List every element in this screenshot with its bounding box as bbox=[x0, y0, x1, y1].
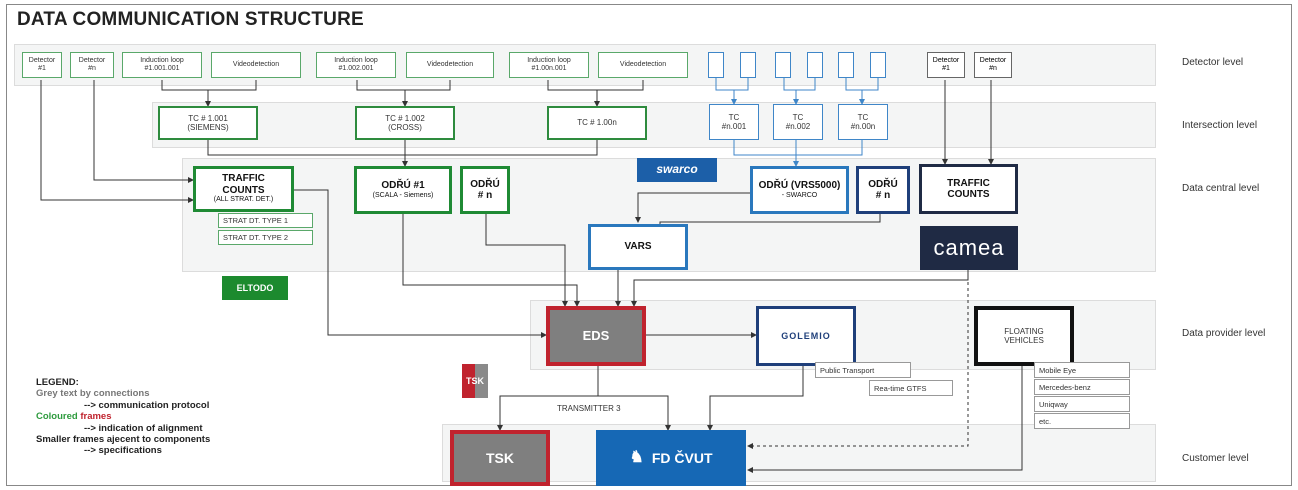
blue-detector-6 bbox=[870, 52, 886, 78]
tsk-logo: TSK bbox=[462, 364, 488, 398]
blue-detector-2 bbox=[740, 52, 756, 78]
strat-type-1-spec: STRAT DT. TYPE 1 bbox=[218, 213, 313, 228]
induction-loop-2-box: Induction loop #1.002.001 bbox=[316, 52, 396, 78]
blue-detector-1 bbox=[708, 52, 724, 78]
detector-1-box: Detector #1 bbox=[22, 52, 62, 78]
induction-loop-3-box: Induction loop #1.00n.001 bbox=[509, 52, 589, 78]
legend-line-5: Smaller frames ajecent to components bbox=[36, 433, 211, 445]
fd-cvut-lion-icon: ♞ bbox=[629, 448, 644, 466]
fv-spec-1: Mobile Eye bbox=[1034, 362, 1130, 378]
traffic-counts-left-box: TRAFFIC COUNTS (ALL STRAT. DET.) bbox=[193, 166, 294, 212]
traffic-counts-right-box: TRAFFIC COUNTS bbox=[919, 164, 1018, 214]
fv-spec-3: Uniqway bbox=[1034, 396, 1130, 412]
fv-spec-2: Mercedes-benz bbox=[1034, 379, 1130, 395]
blue-detector-5 bbox=[838, 52, 854, 78]
induction-loop-1-box: Induction loop #1.001.001 bbox=[122, 52, 202, 78]
detector-1-right-box: Detector #1 bbox=[927, 52, 965, 78]
blue-detector-3 bbox=[775, 52, 791, 78]
strat-type-2-spec: STRAT DT. TYPE 2 bbox=[218, 230, 313, 245]
page-title: DATA COMMUNICATION STRUCTURE bbox=[17, 9, 364, 30]
odru-vrs5000-sub: - SWARCO bbox=[781, 191, 818, 199]
videodetection-3-box: Videodetection bbox=[598, 52, 688, 78]
detector-n-box: Detector #n bbox=[70, 52, 114, 78]
odru-1-sub: (SCALA - Siemens) bbox=[372, 191, 434, 199]
legend-line-3: Coloured frames bbox=[36, 411, 210, 422]
transmitter-label: TRANSMITTER 3 bbox=[557, 404, 621, 413]
level-label-data-provider: Data provider level bbox=[1182, 328, 1266, 339]
golemio-box: GOLEMIO bbox=[756, 306, 856, 366]
level-label-detector: Detector level bbox=[1182, 57, 1244, 68]
fd-cvut-box: ♞ FD ČVUT bbox=[596, 430, 746, 486]
videodetection-1-box: Videodetection bbox=[211, 52, 301, 78]
vars-box: VARS bbox=[588, 224, 688, 270]
level-label-intersection: Intersection level bbox=[1182, 120, 1258, 131]
level-label-data-central: Data central level bbox=[1182, 183, 1260, 194]
eltodo-logo: ELTODO bbox=[222, 276, 288, 300]
tc-n002-box: TC #n.002 bbox=[773, 104, 823, 140]
band-intersection bbox=[152, 102, 1156, 148]
floating-vehicles-box: FLOATING VEHICLES bbox=[974, 306, 1074, 366]
tc-100n-box: TC # 1.00n bbox=[547, 106, 647, 140]
detector-n-right-box: Detector #n bbox=[974, 52, 1012, 78]
odru-1-box: ODŘÚ #1 (SCALA - Siemens) bbox=[354, 166, 452, 214]
odru-n-blue-box: ODŘÚ # n bbox=[856, 166, 910, 214]
camea-logo: camea bbox=[920, 226, 1018, 270]
fv-spec-4: etc. bbox=[1034, 413, 1130, 429]
odru-1-label: ODŘÚ #1 bbox=[381, 180, 425, 192]
realtime-gtfs-spec: Rea-time GTFS bbox=[869, 380, 953, 396]
odru-vrs5000-label: ODŘÚ (VRS5000) bbox=[758, 180, 841, 192]
traffic-counts-left-label: TRAFFIC COUNTS bbox=[222, 173, 265, 196]
legend-title: LEGEND: bbox=[36, 377, 79, 388]
legend-frames: frames bbox=[80, 411, 112, 423]
tc-n001-box: TC #n.001 bbox=[709, 104, 759, 140]
legend: LEGEND: Grey text by connections --> com… bbox=[36, 377, 210, 457]
traffic-counts-left-sub: (ALL STRAT. DET.) bbox=[213, 196, 274, 204]
videodetection-2-box: Videodetection bbox=[406, 52, 494, 78]
legend-line-4: --> indication of alignment bbox=[84, 422, 203, 434]
tc-1001-box: TC # 1.001 (SIEMENS) bbox=[158, 106, 258, 140]
blue-detector-4 bbox=[807, 52, 823, 78]
fd-cvut-label: FD ČVUT bbox=[651, 449, 713, 466]
legend-line-2: --> communication protocol bbox=[84, 399, 210, 411]
swarco-logo: swarco bbox=[637, 158, 717, 182]
tc-n00n-box: TC #n.00n bbox=[838, 104, 888, 140]
tsk-box: TSK bbox=[450, 430, 550, 486]
legend-line-1: Grey text by connections bbox=[36, 388, 150, 400]
eds-box: EDS bbox=[546, 306, 646, 366]
odru-n-green-box: ODŘÚ # n bbox=[460, 166, 510, 214]
legend-line-6: --> specifications bbox=[84, 445, 162, 457]
level-label-customer: Customer level bbox=[1182, 453, 1249, 464]
odru-vrs5000-box: ODŘÚ (VRS5000) - SWARCO bbox=[750, 166, 849, 214]
tc-1002-box: TC # 1.002 (CROSS) bbox=[355, 106, 455, 140]
band-customer bbox=[442, 424, 1156, 482]
legend-coloured: Coloured bbox=[36, 411, 78, 423]
public-transport-spec: Public Transport bbox=[815, 362, 911, 378]
